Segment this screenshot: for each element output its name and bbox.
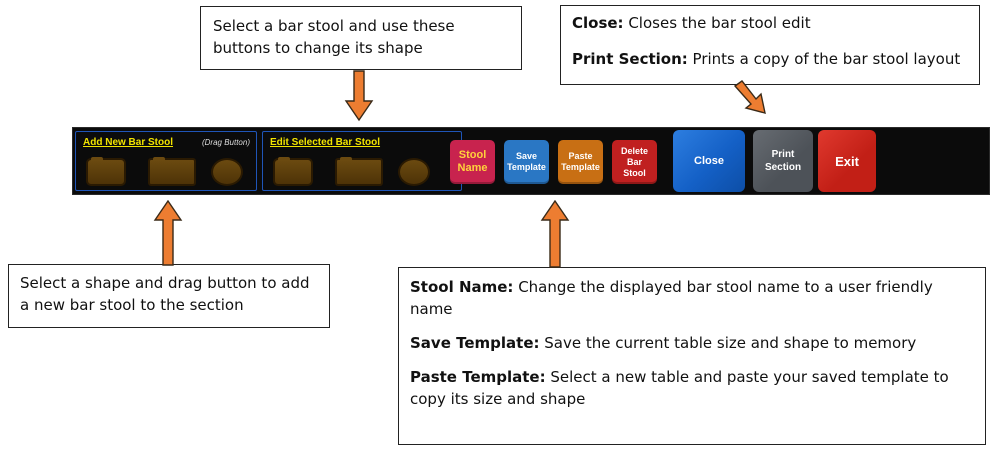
arrow-up-to-add-group: [153, 200, 183, 266]
add-rectangle-stool-button[interactable]: [148, 157, 196, 186]
add-square-stool-button[interactable]: [86, 157, 126, 186]
callout-print-line: Print Section: Prints a copy of the bar …: [572, 48, 968, 70]
paste-template-label-line: Paste: [568, 151, 593, 161]
stool-name-label-line: Name: [457, 162, 488, 174]
callout-print-desc: Prints a copy of the bar stool layout: [687, 50, 961, 68]
callout-close-label: Close:: [572, 14, 624, 32]
save-template-button[interactable]: Save Template: [504, 140, 549, 184]
arrow-up-to-template-buttons: [540, 200, 570, 268]
add-new-bar-stool-group: Add New Bar Stool (Drag Button): [75, 131, 257, 191]
print-section-button[interactable]: Print Section: [753, 130, 813, 192]
paste-template-label: Paste Template: [561, 151, 600, 173]
callout-stool-name-desc: Change the displayed bar stool name to a…: [410, 278, 933, 318]
save-template-label: Save Template: [507, 151, 546, 173]
callout-add-stool-text: Select a shape and drag button to add a …: [20, 274, 310, 314]
callout-change-shape-text: Select a bar stool and use these buttons…: [213, 17, 455, 57]
arrow-down-to-edit-group: [344, 70, 374, 122]
delete-bar-stool-label-line: Delete: [620, 145, 648, 156]
exit-label: Exit: [835, 153, 859, 169]
stool-name-label-line: Stool: [458, 149, 487, 161]
paste-template-button[interactable]: Paste Template: [558, 140, 603, 184]
callout-close-desc: Closes the bar stool edit: [623, 14, 811, 32]
callout-paste-desc: Select a new table and paste your saved …: [410, 368, 949, 408]
bar-stool-toolbar: Add New Bar Stool (Drag Button) Edit Sel…: [72, 127, 990, 195]
callout-change-shape: Select a bar stool and use these buttons…: [200, 6, 522, 70]
callout-add-stool: Select a shape and drag button to add a …: [8, 264, 330, 328]
save-template-label-line: Save: [515, 151, 538, 161]
stool-name-button[interactable]: Stool Name: [450, 140, 495, 184]
add-new-bar-stool-title: Add New Bar Stool: [83, 137, 174, 148]
edit-selected-bar-stool-title: Edit Selected Bar Stool: [270, 137, 381, 148]
callout-save-label: Save Template:: [410, 334, 540, 352]
print-section-label: Print Section: [765, 148, 801, 174]
callout-stool-buttons: Stool Name: Change the displayed bar sto…: [398, 267, 986, 445]
close-button[interactable]: Close: [673, 130, 745, 192]
delete-bar-stool-label-line: Stool: [623, 167, 646, 178]
exit-button[interactable]: Exit: [818, 130, 876, 192]
edit-round-shape-button[interactable]: [398, 158, 430, 186]
arrow-to-close-button: [733, 80, 766, 114]
shape-notch: [153, 157, 165, 161]
save-template-label-line: Template: [507, 162, 546, 172]
callout-paste-line: Paste Template: Select a new table and p…: [410, 366, 974, 410]
print-section-label-line: Print: [771, 149, 795, 160]
delete-bar-stool-button[interactable]: Delete Bar Stool: [612, 140, 657, 184]
callout-close-line: Close: Closes the bar stool edit: [572, 12, 968, 34]
callout-print-label: Print Section:: [572, 50, 688, 68]
callout-close-print: Close: Closes the bar stool edit Print S…: [560, 5, 980, 85]
edit-square-shape-button[interactable]: [273, 157, 313, 186]
shape-notch: [340, 157, 352, 161]
close-label: Close: [694, 155, 724, 167]
add-round-stool-button[interactable]: [211, 158, 243, 186]
callout-save-desc: Save the current table size and shape to…: [539, 334, 917, 352]
callout-save-line: Save Template: Save the current table si…: [410, 332, 974, 354]
stool-name-label: Stool Name: [458, 149, 488, 175]
delete-bar-stool-label-line: Bar: [626, 156, 642, 167]
delete-bar-stool-label: Delete Bar Stool: [621, 146, 648, 179]
callout-stool-name-label: Stool Name:: [410, 278, 514, 296]
edit-selected-bar-stool-group: Edit Selected Bar Stool: [262, 131, 462, 191]
print-section-label-line: Section: [764, 162, 802, 173]
shape-notch: [91, 157, 103, 161]
shape-notch: [278, 157, 290, 161]
paste-template-label-line: Template: [561, 162, 600, 172]
edit-rectangle-shape-button[interactable]: [335, 157, 383, 186]
callout-stool-name-line: Stool Name: Change the displayed bar sto…: [410, 276, 974, 320]
drag-button-note: (Drag Button): [201, 138, 250, 147]
callout-paste-label: Paste Template:: [410, 368, 546, 386]
